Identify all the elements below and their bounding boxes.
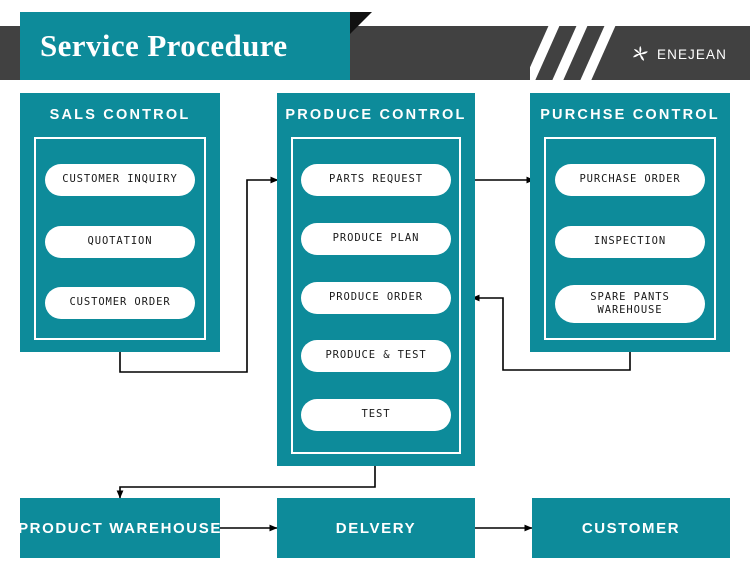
step-spare-pants-warehouse[interactable]: SPARE PANTS WAREHOUSE xyxy=(555,285,705,323)
box-customer[interactable]: CUSTOMER xyxy=(532,498,730,558)
panel-produce-control[interactable]: PRODUCE CONTROL PARTS REQUEST PRODUCE PL… xyxy=(277,93,475,466)
panel-sales-inner-border xyxy=(34,137,206,340)
step-produce-and-test[interactable]: PRODUCE & TEST xyxy=(301,340,451,372)
step-purchase-order[interactable]: PURCHASE ORDER xyxy=(555,164,705,196)
panel-sales-title: SALS CONTROL xyxy=(49,107,191,123)
step-quotation[interactable]: QUOTATION xyxy=(45,226,195,258)
panel-purchase-inner-border xyxy=(544,137,716,340)
panel-purchase-control[interactable]: PURCHSE CONTROL PURCHASE ORDER INSPECTIO… xyxy=(530,93,730,352)
box-product-warehouse[interactable]: PRODUCT WAREHOUSE xyxy=(18,498,220,558)
panel-purchase-title: PURCHSE CONTROL xyxy=(540,107,720,123)
brand-logo: ENEJEAN xyxy=(630,44,727,64)
step-customer-order[interactable]: CUSTOMER ORDER xyxy=(45,287,195,319)
panel-sales-control[interactable]: SALS CONTROL CUSTOMER INQUIRY QUOTATION … xyxy=(20,93,220,352)
wire-produce-to-warehouse xyxy=(116,466,376,499)
box-delivery[interactable]: DELVERY xyxy=(277,498,475,558)
page-title: Service Procedure xyxy=(40,28,288,63)
step-test[interactable]: TEST xyxy=(301,399,451,431)
title-banner: Service Procedure xyxy=(20,12,350,80)
panel-produce-inner-border xyxy=(291,137,461,454)
step-produce-order[interactable]: PRODUCE ORDER xyxy=(301,282,451,314)
step-parts-request[interactable]: PARTS REQUEST xyxy=(301,164,451,196)
step-inspection[interactable]: INSPECTION xyxy=(555,226,705,258)
pinwheel-flower-icon xyxy=(633,46,648,61)
brand-name: ENEJEAN xyxy=(657,46,727,62)
banner-fold-corner xyxy=(350,12,372,34)
step-customer-inquiry[interactable]: CUSTOMER INQUIRY xyxy=(45,164,195,196)
header-diagonal-stripes xyxy=(530,26,645,80)
step-produce-plan[interactable]: PRODUCE PLAN xyxy=(301,223,451,255)
panel-produce-title: PRODUCE CONTROL xyxy=(285,107,467,123)
